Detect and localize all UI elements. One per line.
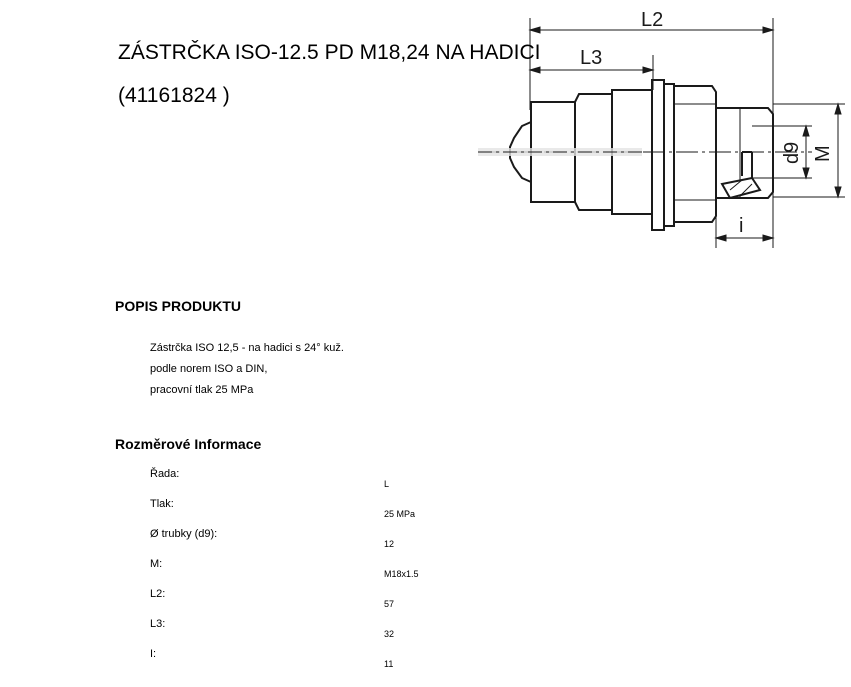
l2-label: L2 [641,9,663,31]
product-title-line1: ZÁSTRČKA ISO-12.5 PD M18,24 NA HADICI [118,41,541,64]
spec-row-series: Řada: L [150,468,480,489]
threaded-end [716,107,774,199]
spec-value: 25 MPa [384,509,416,519]
description-line: podle norem ISO a DIN, [150,363,268,375]
hex-nut [673,85,717,223]
product-title: ZÁSTRČKA ISO-12.5 PD M18,24 NA HADICI (4… [118,38,540,111]
spec-row-l2: L2: 57 [150,588,480,609]
description-text: Zástrčka ISO 12,5 - na hadici s 24° kuž.… [150,338,344,401]
spec-row-l3: L3: 32 [150,618,480,639]
dimensions-heading: Rozměrové Informace [115,436,262,452]
spec-label: L2: [150,588,166,600]
description-line: Zástrčka ISO 12,5 - na hadici s 24° kuž. [150,342,344,354]
flange-inner [663,83,675,227]
spec-row-thread: M: M18x1.5 [150,558,480,579]
spec-label: Řada: [150,468,180,480]
spec-value: 57 [384,599,395,609]
spec-value: M18x1.5 [384,569,419,579]
spec-row-tube-diameter: Ø trubky (d9): 12 [150,528,480,549]
description-heading: POPIS PRODUKTU [115,298,242,314]
spec-label: M: [150,558,163,570]
i-label: i [739,215,743,237]
spec-label: Tlak: [150,498,174,510]
spec-label: Ø trubky (d9): [150,528,218,540]
product-code: (41161824 ) [118,84,230,107]
spec-value: L [384,479,390,489]
description-line: pracovní tlak 25 MPa [150,384,254,396]
d9-label: d9 [781,142,803,164]
spec-row-i: I: 11 [150,648,480,669]
spec-label: L3: [150,618,166,630]
spec-value: 32 [384,629,395,639]
flange [651,79,665,231]
l3-label: L3 [580,47,602,69]
spec-label: I: [150,648,157,660]
spec-row-pressure: Tlak: 25 MPa [150,498,480,519]
technical-drawing: L2 L3 i d9 M [478,9,845,248]
m-label: M [812,145,834,162]
spec-value: 12 [384,539,395,549]
spec-value: 11 [384,659,394,669]
